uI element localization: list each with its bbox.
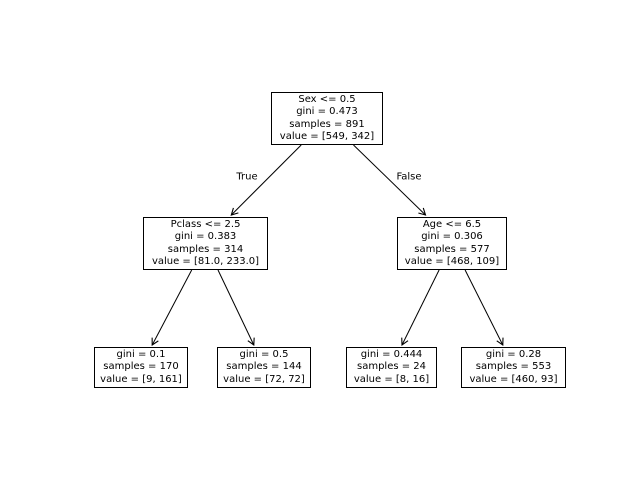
node-samples: samples = 314 xyxy=(167,243,244,255)
node-samples: samples = 553 xyxy=(475,361,552,373)
tree-node-left: Pclass <= 2.5 gini = 0.383 samples = 314… xyxy=(143,217,268,270)
node-condition: Age <= 6.5 xyxy=(422,218,482,230)
node-value: value = [9, 161] xyxy=(100,373,182,385)
node-gini: gini = 0.306 xyxy=(421,231,483,243)
node-samples: samples = 170 xyxy=(103,361,179,373)
node-samples: samples = 891 xyxy=(289,118,365,130)
node-gini: gini = 0.1 xyxy=(116,348,166,360)
node-samples: samples = 577 xyxy=(414,243,490,255)
node-value: value = [72, 72] xyxy=(223,373,305,385)
edge-label-false: False xyxy=(395,171,423,183)
edge-root-to-right xyxy=(353,144,427,216)
node-value: value = [468, 109] xyxy=(404,255,500,267)
tree-leaf-right-left: gini = 0.444 samples = 24 value = [8, 16… xyxy=(346,347,437,388)
node-condition: Sex <= 0.5 xyxy=(298,93,356,105)
node-samples: samples = 144 xyxy=(226,361,302,373)
tree-node-root: Sex <= 0.5 gini = 0.473 samples = 891 va… xyxy=(271,92,383,145)
node-value: value = [8, 16] xyxy=(353,373,430,385)
edge-left-to-ll xyxy=(151,269,193,347)
node-value: value = [549, 342] xyxy=(279,130,375,142)
node-value: value = [81.0, 233.0] xyxy=(151,255,260,267)
tree-leaf-left-left: gini = 0.1 samples = 170 value = [9, 161… xyxy=(94,347,188,388)
node-gini: gini = 0.28 xyxy=(485,348,542,360)
node-gini: gini = 0.5 xyxy=(239,348,289,360)
node-value: value = [460, 93] xyxy=(469,373,558,385)
edge-label-true: True xyxy=(235,171,259,183)
edge-right-to-rl xyxy=(401,269,440,347)
node-gini: gini = 0.444 xyxy=(360,348,423,360)
node-samples: samples = 24 xyxy=(356,361,427,373)
node-gini: gini = 0.383 xyxy=(174,231,237,243)
tree-leaf-right-right: gini = 0.28 samples = 553 value = [460, … xyxy=(461,347,566,388)
tree-node-right: Age <= 6.5 gini = 0.306 samples = 577 va… xyxy=(397,217,507,270)
tree-leaf-left-right: gini = 0.5 samples = 144 value = [72, 72… xyxy=(217,347,311,388)
node-condition: Pclass <= 2.5 xyxy=(170,218,241,230)
edge-right-to-rr xyxy=(464,269,504,347)
edge-left-to-lr xyxy=(217,269,255,347)
node-gini: gini = 0.473 xyxy=(296,106,358,118)
edge-root-to-left xyxy=(230,144,302,216)
